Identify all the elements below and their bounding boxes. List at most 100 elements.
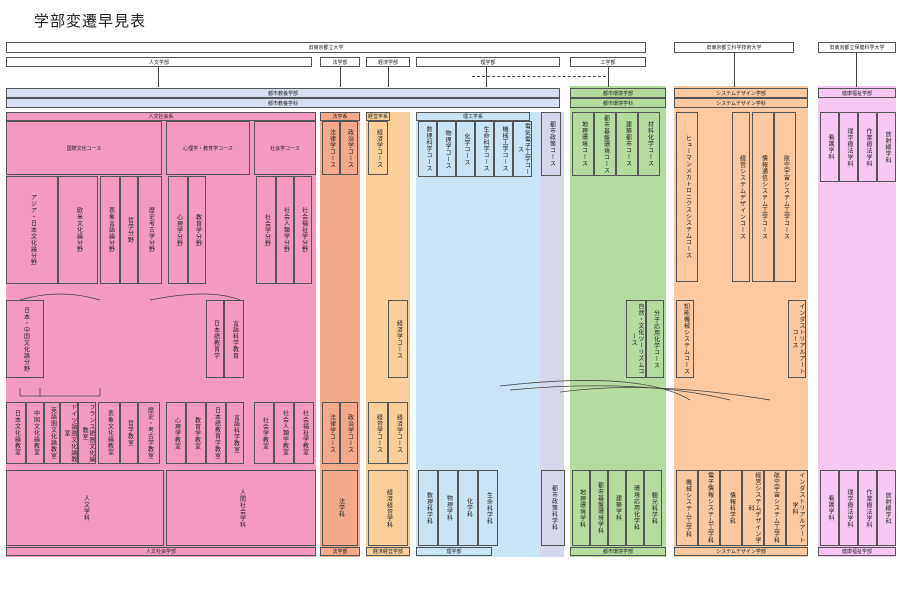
env-dept-new: 観光科学科 (644, 470, 662, 546)
sd-course: ヒューマンメカトロニクスシステムコース (676, 112, 698, 282)
new-faculty-humanities: 人文社会学部 (6, 547, 316, 556)
hum-area: 歴史考古学分野 (138, 176, 162, 284)
hum-mid-area: 日本語教育学 (206, 300, 224, 378)
university-tmu: 旧東京都立大学 (6, 42, 646, 53)
law-dept-new: 法学科 (322, 470, 358, 546)
series-humanities: 人文社会系 (6, 112, 316, 121)
hum-program: 言語科学教室 (226, 402, 244, 464)
faculty-law: 法学部 (320, 57, 360, 67)
sd-dept-new: 航空宇宙システム工学科 (764, 470, 786, 546)
health-dept: 作業療法学科 (858, 112, 877, 182)
sci-course: 生命科学コース (475, 121, 494, 177)
urban-faculty: 都市教養学部 (6, 88, 560, 98)
hum-area: 表象言語論分野 (100, 176, 120, 284)
health-faculty: 健康福祉学部 (818, 88, 896, 98)
sd-course: 情報通信システム工学コース (752, 112, 774, 282)
hum-program: 日本文化論教室 (6, 402, 26, 464)
urban-env-region (570, 86, 666, 557)
university-health: 旧東京都立保健科学大学 (818, 42, 896, 53)
hum-program: 日本語教育学教室 (206, 402, 226, 464)
health-dept-new: 作業療法学科 (858, 470, 877, 546)
env-dept-new: 都市基盤環境学科 (590, 470, 608, 546)
connector (388, 67, 389, 87)
hum-new-dept: 人間社会学科 (166, 470, 316, 546)
sd-dept-new: 情報科学科 (720, 470, 742, 546)
series-law: 法学系 (320, 112, 360, 121)
sci-dept-new: 化学科 (458, 470, 478, 546)
health-dept: 放射線学科 (877, 112, 896, 182)
sci-dept-new: 生命科学科 (478, 470, 498, 546)
hum-program: 哲学教室 (120, 402, 138, 464)
hum-program: ドイツ語圏文化論教室 (60, 402, 78, 464)
hum-area: 社会学分野 (256, 176, 276, 284)
env-course: 地理環境コース (572, 112, 594, 176)
env-dept-new: 環境応用化学科 (626, 470, 644, 546)
sci-course: 化学コース (456, 121, 475, 177)
env-course: 都市基盤環境コース (594, 112, 616, 176)
hum-area: 教育学分野 (188, 176, 206, 284)
hum-program: 社会人類学教室 (274, 402, 294, 464)
sci-dept-new: 物理学科 (438, 470, 458, 546)
law-region (320, 112, 360, 557)
urban-policy-dept: 都市政策科学科 (541, 470, 565, 546)
hum-area: 社会福祉学分野 (294, 176, 312, 284)
new-faculty-science: 理学部 (416, 547, 492, 556)
sci-dept-new: 数理科学科 (418, 470, 438, 546)
urban-env-dept: 都市環境学科 (570, 98, 666, 108)
urban-dept: 都市教養学科 (6, 98, 560, 108)
connector (340, 67, 341, 87)
hum-mid-area: 言語科学教育 (224, 300, 244, 378)
hum-area: 心理学分野 (168, 176, 188, 284)
env-mid-course: 分子応用化学コース (646, 300, 664, 378)
hum-program: 中国文化論教室 (26, 402, 44, 464)
sd-course: 経営システムデザインコース (732, 112, 750, 282)
health-dept: 看護学科 (820, 112, 839, 182)
law-course-new: 政治学コース (340, 402, 358, 464)
econ-dept-new: 経済経営学科 (368, 470, 408, 546)
sci-course: 機械工学コース (494, 121, 513, 177)
sd-mid-course: 知能機械システムコース (676, 300, 694, 378)
new-faculty-sysdesign: システムデザイン学部 (674, 547, 808, 556)
sd-dept-new: インダストリアルアート学科 (786, 470, 808, 546)
hum-program: 教育学教室 (186, 402, 206, 464)
law-course: 政治学コース (340, 121, 358, 175)
env-dept-new: 建築学科 (608, 470, 626, 546)
health-dept: 理学療法学科 (839, 112, 858, 182)
sysdesign-faculty: システムデザイン学部 (674, 88, 808, 98)
hum-program: フランス語圏文化論教室 (78, 402, 96, 464)
law-course-new: 法律学コース (322, 402, 340, 464)
sci-course: 物理学コース (437, 121, 456, 177)
env-mid-course: 自然・文化ツーリズムコース (626, 300, 646, 378)
econ-course-mid: 経済学コース (388, 300, 408, 378)
health-dept-new: 理学療法学科 (839, 470, 858, 546)
faculty-humanities: 人文学部 (6, 57, 312, 67)
hum-program: 歴史・考古学教室 (138, 402, 160, 464)
sd-course: 航空宇宙システム工学コース (774, 112, 796, 282)
faculty-econ: 経済学部 (366, 57, 410, 67)
health-dept-new: 放射線学科 (877, 470, 896, 546)
page-title: 学部変遷早見表 (34, 12, 147, 30)
hum-area: アジア・日本文化論分野 (6, 176, 58, 284)
hum-course-soc: 社会学コース (254, 121, 316, 175)
connector (856, 53, 857, 87)
sci-course: 数理科学コース (418, 121, 437, 177)
university-tech: 旧東京都立科学技術大学 (674, 42, 794, 53)
connector (486, 67, 487, 87)
sd-dept-new: 電子情報システム工学科 (698, 470, 720, 546)
env-dept-new: 地理環境学科 (572, 470, 590, 546)
hum-course-intl: 国際文化コース (6, 121, 162, 175)
series-science: 理工学系 (416, 112, 530, 121)
hum-area: 哲学分野 (120, 176, 138, 284)
sd-dept-new: 経営システムデザイン学科 (742, 470, 764, 546)
hum-program: 社会学教室 (254, 402, 274, 464)
env-course: 材料化学コース (638, 112, 660, 176)
urban-policy-region (540, 112, 564, 557)
hum-program: 心理学教室 (166, 402, 186, 464)
health-dept-new: 看護学科 (820, 470, 839, 546)
new-faculty-health: 健康福祉学部 (818, 547, 896, 556)
sd-dept-new: 機械システム工学科 (676, 470, 698, 546)
law-course: 法律学コース (322, 121, 340, 175)
sd-mid-course: インダストリアルアートコース (788, 300, 806, 378)
new-faculty-econ: 経済経営学部 (366, 547, 410, 556)
